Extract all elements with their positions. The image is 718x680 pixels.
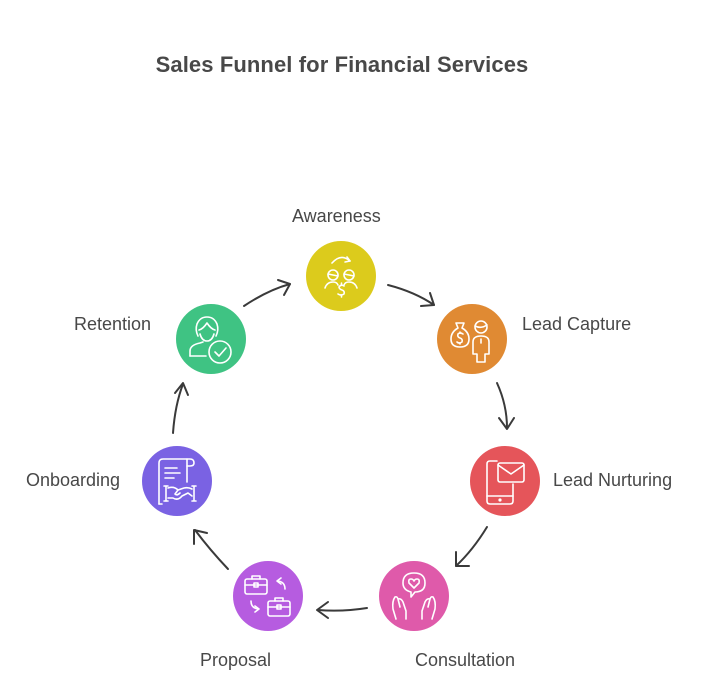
stage-label-retention: Retention (74, 314, 152, 334)
stage-label-consultation: Consultation (415, 650, 516, 670)
hands-heart-speech-icon (391, 572, 437, 620)
stage-node-awareness (306, 241, 376, 311)
stage-label-proposal: Proposal (200, 650, 272, 670)
stage-node-retention (176, 304, 246, 374)
arrow-lead-capture-to-lead-nurturing (496, 382, 515, 430)
stage-node-lead-capture (437, 304, 507, 374)
arrow-retention-to-awareness (243, 279, 291, 307)
stage-label-onboarding: Onboarding (26, 470, 121, 490)
stage-node-onboarding (142, 446, 212, 516)
stage-node-lead-nurturing (470, 446, 540, 516)
stage-label-lead-nurturing: Lead Nurturing (553, 470, 673, 490)
arrow-awareness-to-lead-capture (387, 284, 435, 307)
people-exchange-money-icon (324, 256, 358, 298)
stage-label-awareness: Awareness (292, 206, 381, 226)
stage-label-lead-capture: Lead Capture (522, 314, 632, 334)
phone-mail-icon (486, 460, 525, 505)
diagram-title: Sales Funnel for Financial Services (155, 52, 529, 77)
arrow-proposal-to-onboarding (193, 529, 229, 570)
arrow-lead-nurturing-to-consultation (455, 526, 488, 567)
stage-node-proposal (233, 561, 303, 631)
arrow-onboarding-to-retention (172, 382, 189, 434)
contract-handshake-icon (158, 458, 197, 505)
stage-node-consultation (379, 561, 449, 631)
briefcase-exchange-icon (244, 575, 291, 617)
money-bag-person-icon (450, 320, 490, 363)
arrow-consultation-to-proposal (316, 601, 368, 619)
person-check-icon (189, 316, 232, 364)
